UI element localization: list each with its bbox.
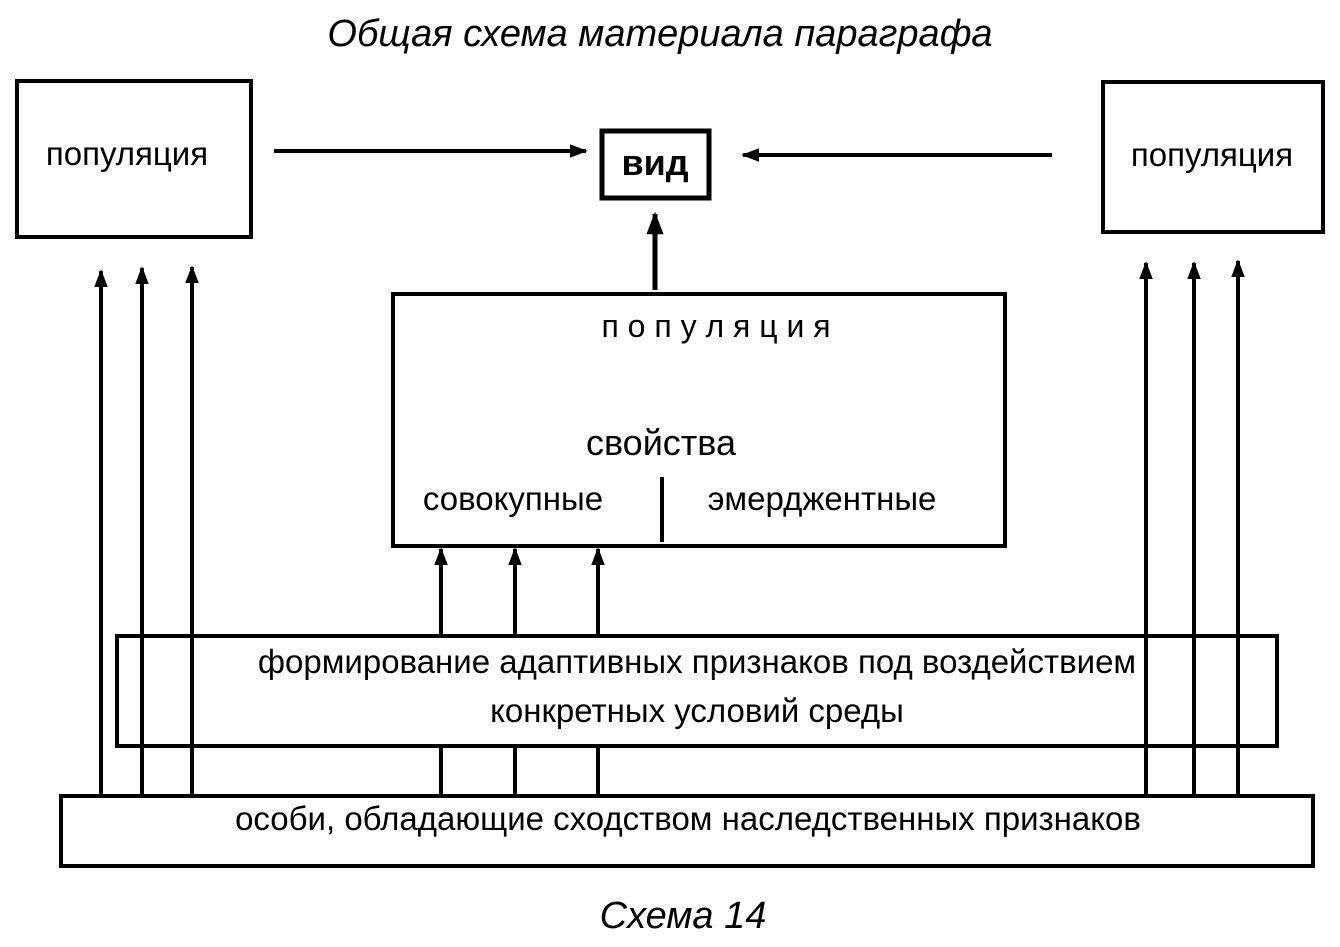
population-left-label: популяция: [46, 135, 208, 172]
species-box: [599, 128, 712, 201]
diagram-title: Общая схема материала параграфа: [327, 13, 992, 55]
adaptation-line-1: формирование адаптивных признаков под во…: [258, 643, 1136, 680]
species-label: вид: [621, 142, 688, 183]
population-left-box: [15, 79, 253, 239]
individuals-label: особи, обладающие сходством наследственн…: [235, 800, 1141, 837]
population-center-box: [391, 292, 1007, 548]
individuals-box: [59, 794, 1315, 868]
emergent-properties-label: эмерджентные: [708, 480, 937, 517]
population-center-heading: п о п у л я ц и я: [601, 308, 830, 344]
properties-label: свойства: [586, 422, 737, 463]
population-right-box: [1101, 80, 1325, 234]
adaptation-box: [115, 634, 1279, 748]
diagram-caption: Схема 14: [600, 895, 767, 937]
adaptation-line-2: конкретных условий среды: [490, 692, 904, 729]
aggregate-properties-label: совокупные: [423, 480, 603, 517]
population-right-label: популяция: [1131, 136, 1293, 173]
